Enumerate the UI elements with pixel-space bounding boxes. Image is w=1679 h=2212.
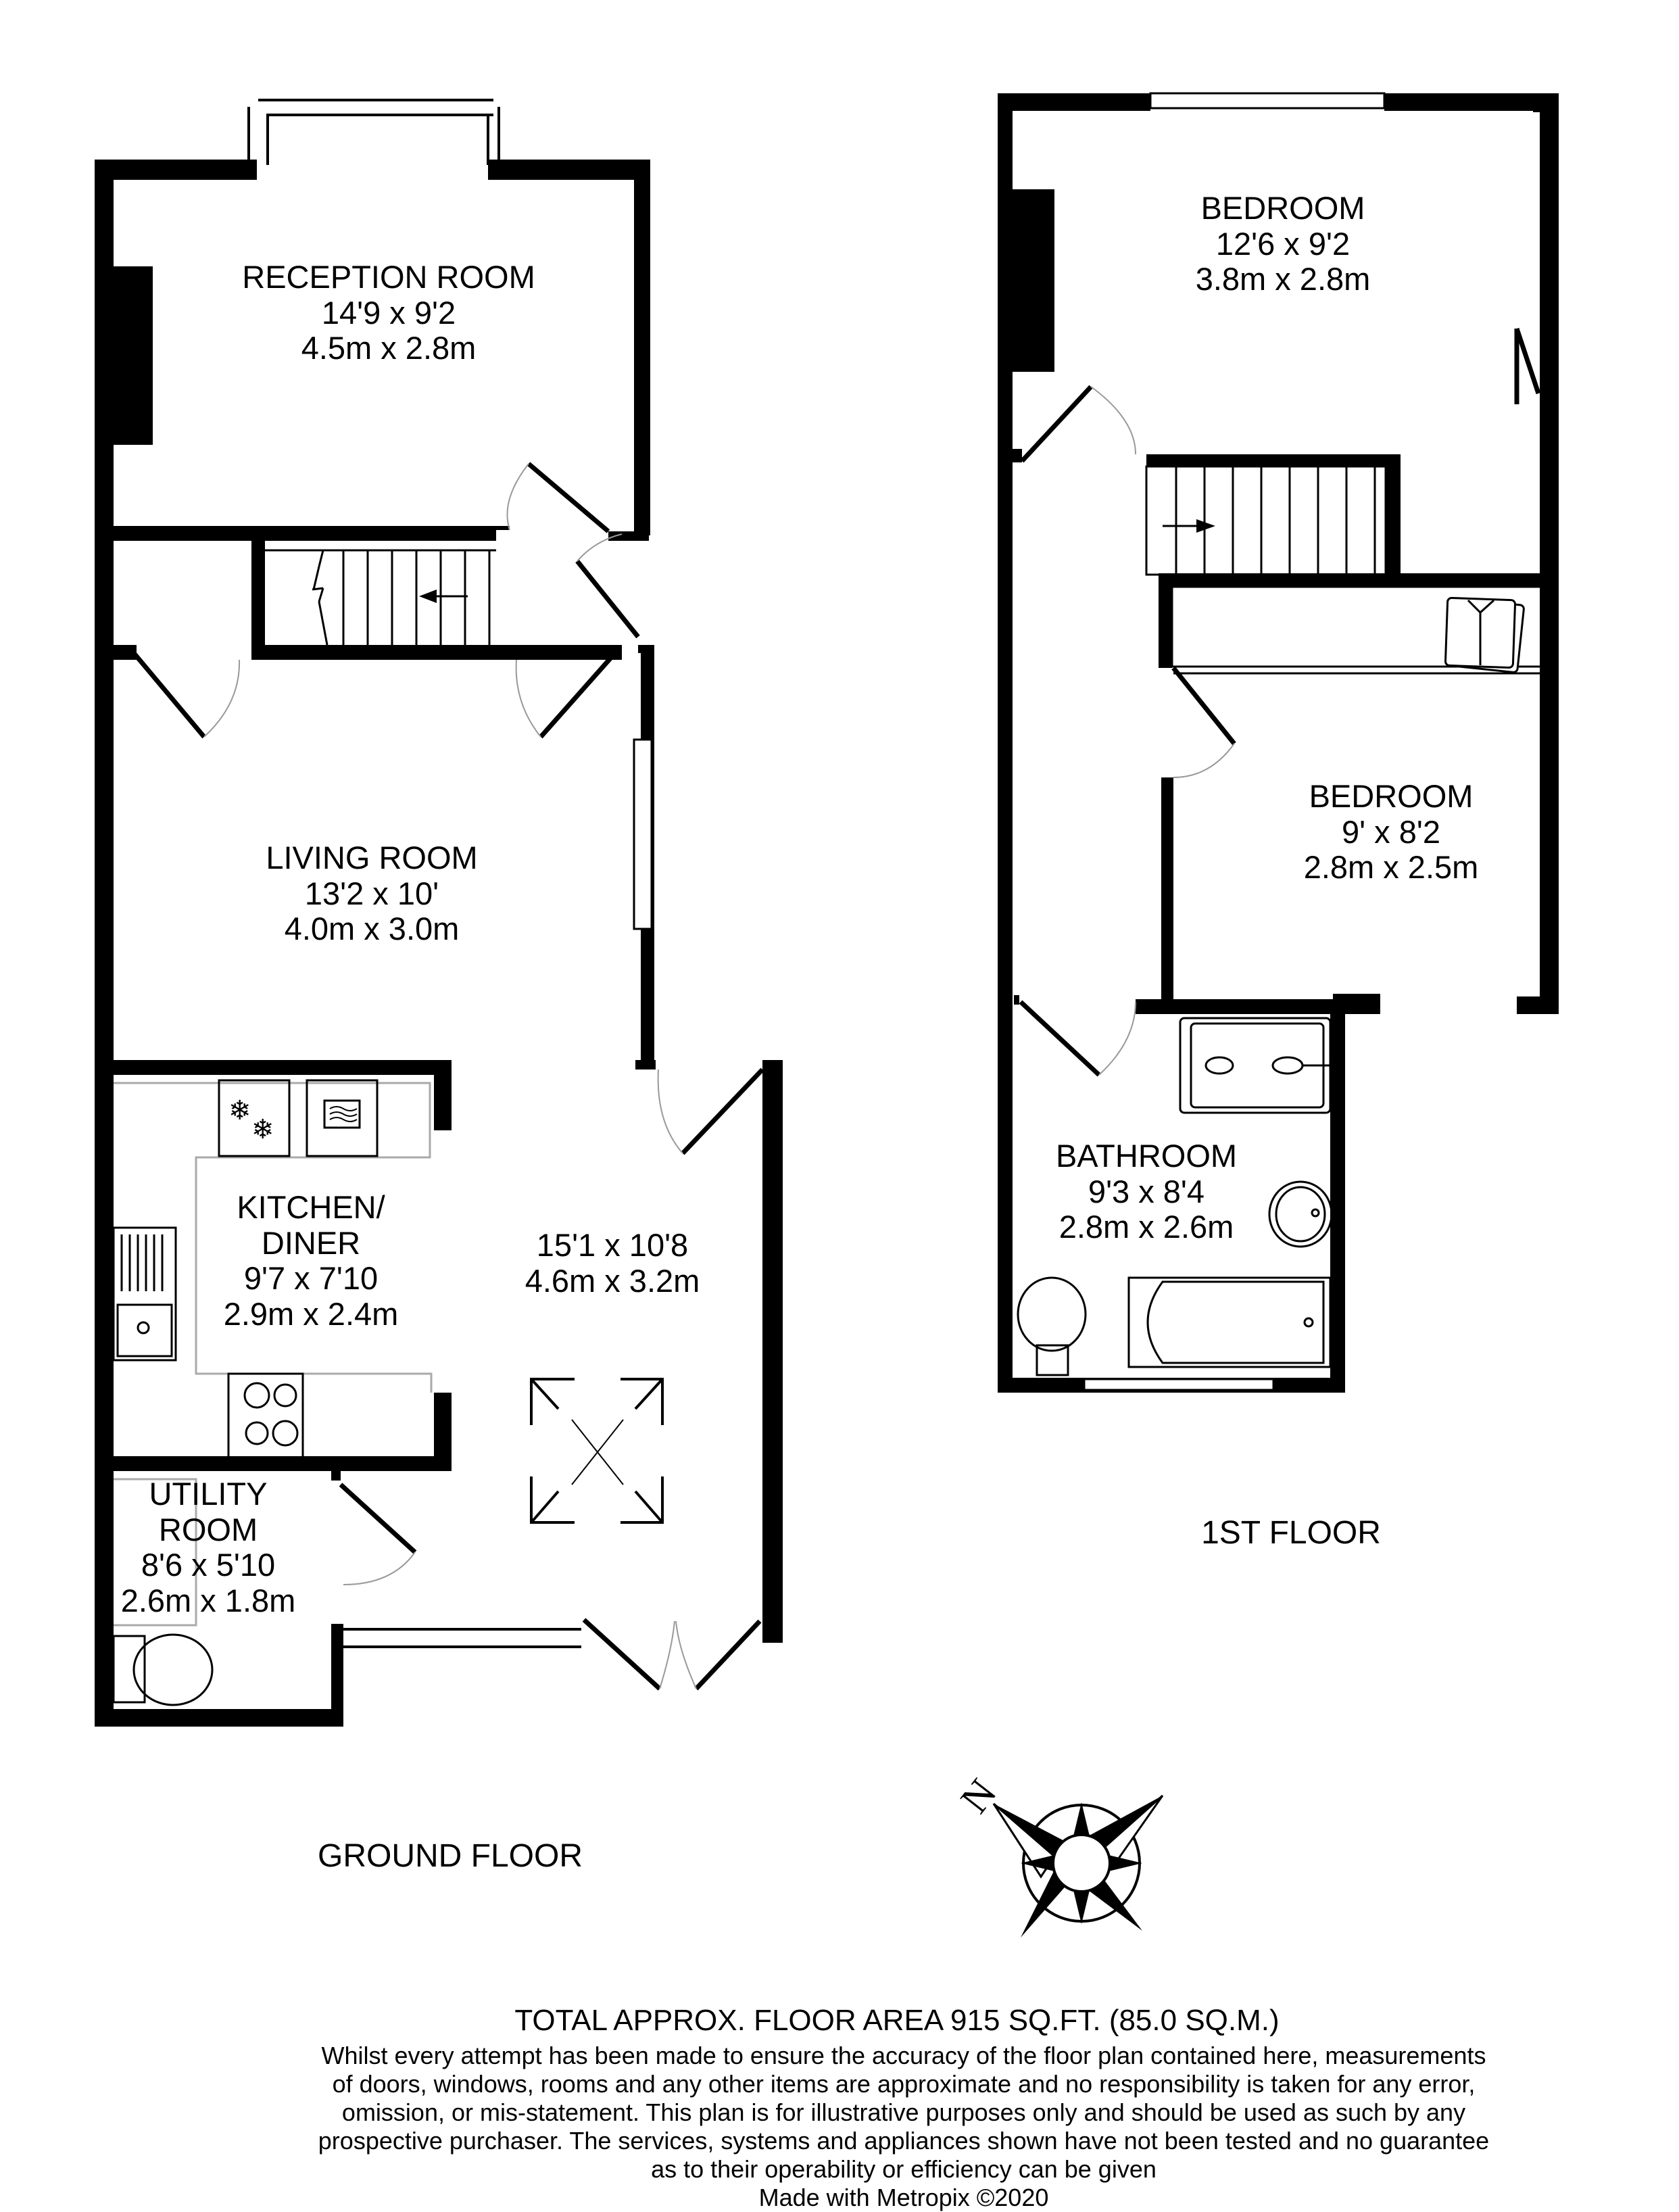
room-metric: 2.8m x 2.5m xyxy=(1303,849,1479,886)
disclaimer-line: as to their operability or efficiency ca… xyxy=(651,2155,1157,2183)
room-metric: 2.9m x 2.4m xyxy=(223,1295,399,1332)
ground-floor-plan: ❄ ❄ xyxy=(95,99,783,1727)
room-name: LIVING ROOM xyxy=(266,840,478,875)
washbasin-icon xyxy=(1268,1180,1333,1248)
room-bedroom-1: BEDROOM 12'6 x 9'2 3.8m x 2.8m xyxy=(1195,190,1371,297)
svg-text:❄: ❄ xyxy=(228,1096,251,1126)
ground-doors xyxy=(132,462,764,1691)
first-floor-plan xyxy=(998,92,1559,1393)
disclaimer-line: of doors, windows, rooms and any other i… xyxy=(332,2070,1476,2098)
room-kitchen-diner: KITCHEN/ DINER 9'7 x 7'10 2.9m x 2.4m xyxy=(223,1189,399,1332)
room-metric: 2.8m x 2.6m xyxy=(1058,1209,1234,1245)
room-reception: RECEPTION ROOM 14'9 x 9'2 4.5m x 2.8m xyxy=(242,259,535,366)
first-doors xyxy=(1019,327,1541,1077)
patio-threshold xyxy=(343,1628,581,1648)
wardrobe-shirt-icon xyxy=(1444,596,1525,673)
ground-floor-walls xyxy=(95,160,783,1727)
room-name: KITCHEN/ xyxy=(237,1189,385,1225)
room-name-line2: ROOM xyxy=(158,1511,258,1547)
disclaimer-line: prospective purchaser. The services, sys… xyxy=(318,2127,1490,2155)
room-imperial: 14'9 x 9'2 xyxy=(321,294,456,331)
shower-tray-icon xyxy=(1179,1017,1332,1114)
bathroom-toilet-icon xyxy=(1017,1276,1087,1376)
room-imperial: 9'7 x 7'10 xyxy=(243,1260,379,1297)
disclaimer-line: Whilst every attempt has been made to en… xyxy=(321,2042,1486,2069)
room-metric: 2.6m x 1.8m xyxy=(120,1582,296,1618)
svg-text:❄: ❄ xyxy=(251,1115,274,1145)
compass-rose-icon: N xyxy=(952,1771,1164,1938)
room-name: BEDROOM xyxy=(1200,190,1365,226)
wardrobe xyxy=(1171,585,1545,675)
ground-stairs xyxy=(265,549,496,646)
room-name-line2: DINER xyxy=(261,1224,361,1261)
bathroom-window xyxy=(1083,1378,1275,1391)
north-label: N xyxy=(952,1771,1005,1821)
room-bathroom: BATHROOM 9'3 x 8'4 2.8m x 2.6m xyxy=(1056,1138,1237,1245)
room-metric: 4.6m x 3.2m xyxy=(525,1262,700,1299)
disclaimer-line: omission, or mis-statement. This plan is… xyxy=(341,2098,1466,2126)
ground-door-swings xyxy=(203,463,697,1689)
room-imperial: 9' x 8'2 xyxy=(1342,813,1440,850)
ground-floor-title: GROUND FLOOR xyxy=(317,1838,583,1874)
disclaimer: Whilst every attempt has been made to en… xyxy=(0,2042,1679,2212)
room-metric: 3.8m x 2.8m xyxy=(1195,261,1371,297)
room-name: UTILITY xyxy=(149,1476,268,1512)
utility-toilet-icon xyxy=(112,1633,214,1706)
total-floor-area: TOTAL APPROX. FLOOR AREA 915 SQ.FT. (85.… xyxy=(514,2004,1280,2037)
skylight-icon xyxy=(530,1378,664,1524)
room-utility: UTILITY ROOM 8'6 x 5'10 2.6m x 1.8m xyxy=(121,1476,296,1619)
first-door-swings xyxy=(1090,386,1235,1076)
stair-direction-arrow-icon xyxy=(1196,519,1215,533)
room-imperial: 13'2 x 10' xyxy=(304,875,439,911)
bedroom1-window xyxy=(1149,92,1386,110)
footer: TOTAL APPROX. FLOOR AREA 915 SQ.FT. (85.… xyxy=(0,2004,1679,2212)
bath-icon xyxy=(1127,1276,1332,1368)
room-imperial: 15'1 x 10'8 xyxy=(536,1227,689,1263)
sink-icon xyxy=(112,1226,177,1362)
room-living: LIVING ROOM 13'2 x 10' 4.0m x 3.0m xyxy=(266,840,477,947)
fridge-freezer-icon: ❄ ❄ xyxy=(218,1079,291,1157)
credit: Made with Metropix ©2020 xyxy=(758,2184,1049,2211)
room-metric: 4.0m x 3.0m xyxy=(284,911,460,947)
room-imperial: 8'6 x 5'10 xyxy=(141,1547,276,1583)
stair-direction-arrow-icon xyxy=(419,590,437,603)
room-name: RECEPTION ROOM xyxy=(242,259,535,295)
microwave-icon xyxy=(306,1079,379,1157)
room-bedroom-2: BEDROOM 9' x 8'2 2.8m x 2.5m xyxy=(1303,778,1479,886)
room-name: BATHROOM xyxy=(1055,1138,1238,1174)
room-imperial: 9'3 x 8'4 xyxy=(1088,1173,1205,1209)
room-name: BEDROOM xyxy=(1309,778,1474,814)
room-extension: 15'1 x 10'8 4.6m x 3.2m xyxy=(525,1227,700,1299)
first-floor-title: 1ST FLOOR xyxy=(1201,1515,1381,1551)
hob-icon xyxy=(227,1372,304,1459)
first-stairs xyxy=(1145,465,1387,576)
room-metric: 4.5m x 2.8m xyxy=(301,330,477,366)
bay-window xyxy=(247,99,500,165)
room-imperial: 12'6 x 9'2 xyxy=(1215,225,1350,262)
kitchen-worktops xyxy=(114,1082,433,1627)
